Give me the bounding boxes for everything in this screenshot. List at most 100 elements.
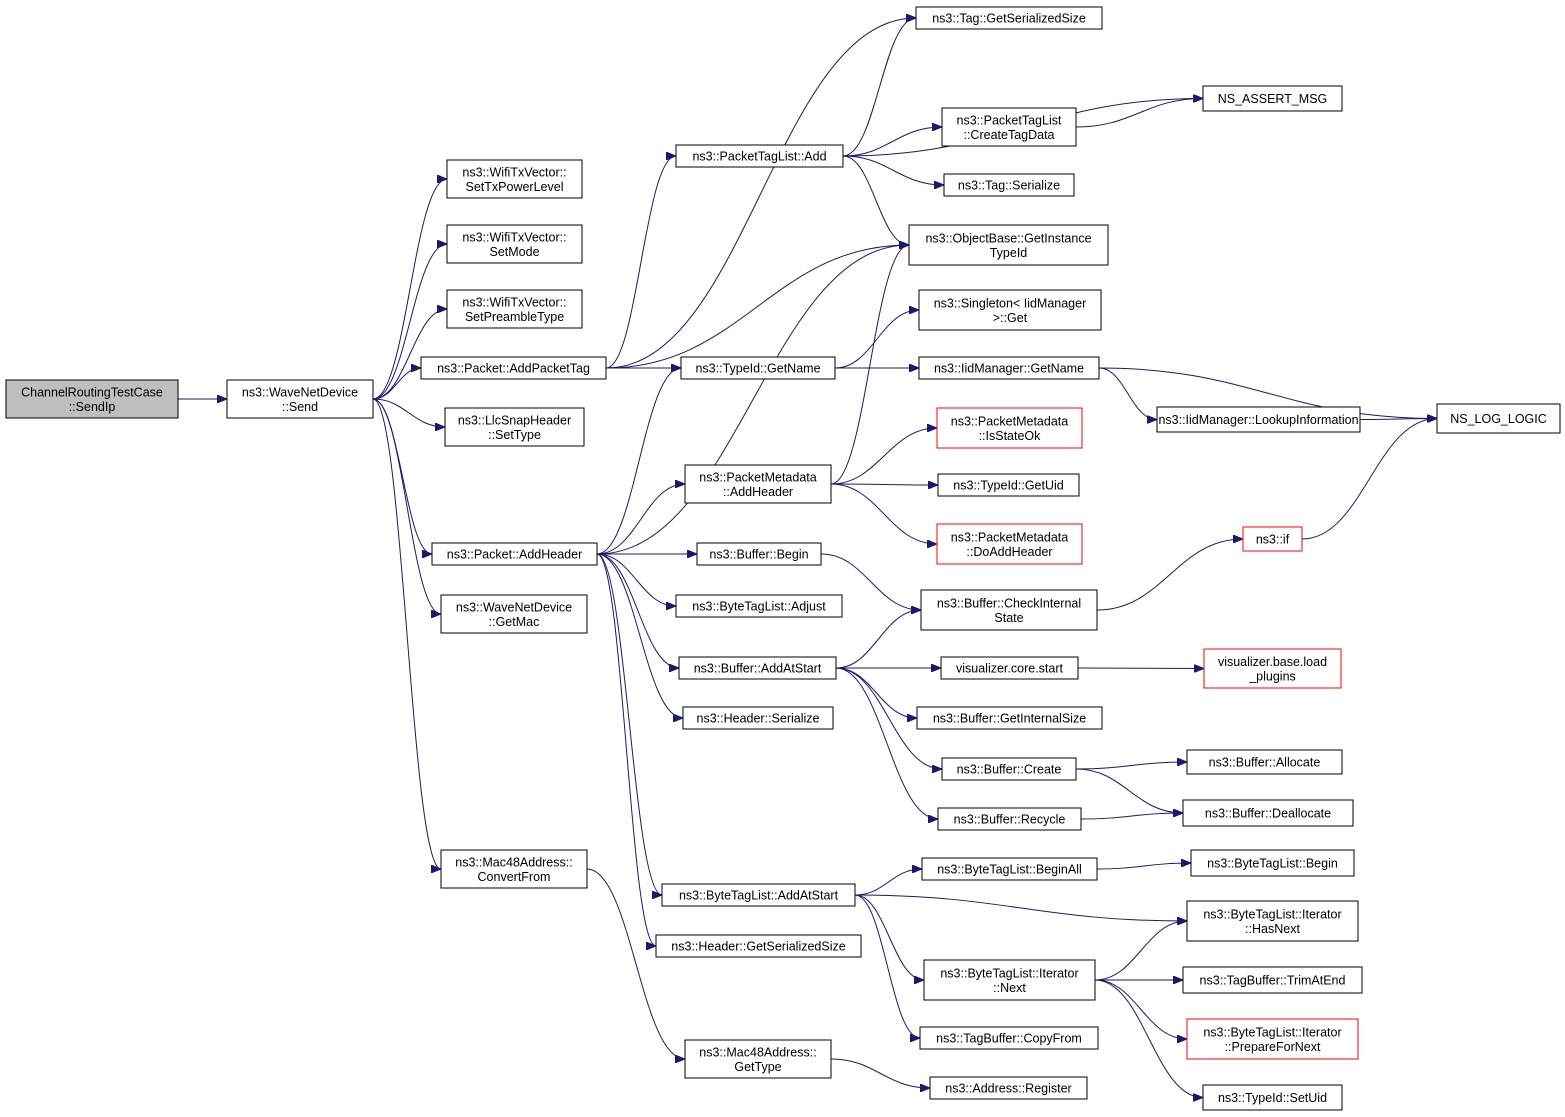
node-viz-start[interactable]: visualizer.core.start (940, 656, 1079, 680)
node-setmode[interactable]: ns3::WifiTxVector::SetMode (446, 224, 583, 264)
node-box (661, 883, 856, 907)
node-label: ns3::WaveNetDevice (242, 385, 358, 399)
node-label: NS_LOG_LOGIC (1450, 412, 1547, 426)
node-box (5, 379, 179, 419)
node-mac-gettype[interactable]: ns3::Mac48Address::GetType (684, 1039, 832, 1079)
node-buf-begin[interactable]: ns3::Buffer::Begin (696, 542, 822, 566)
node-box (1186, 1018, 1359, 1060)
node-btl-iter-prepare[interactable]: ns3::ByteTagList::Iterator::PrepareForNe… (1186, 1018, 1359, 1060)
node-buf-allocate[interactable]: ns3::Buffer::Allocate (1186, 749, 1343, 775)
node-label: ns3::WifiTxVector:: (462, 295, 566, 309)
node-buf-addatstart[interactable]: ns3::Buffer::AddAtStart (678, 656, 837, 680)
node-buf-deallocate[interactable]: ns3::Buffer::Deallocate (1182, 799, 1354, 827)
node-label: SetMode (489, 245, 539, 259)
node-label: ::CreateTagData (963, 128, 1054, 142)
node-buf-create[interactable]: ns3::Buffer::Create (941, 757, 1077, 781)
node-label: ns3::WifiTxVector:: (462, 230, 566, 244)
node-box (940, 656, 1079, 680)
node-label: ns3::IidManager::LookupInformation (1158, 413, 1358, 427)
node-label: ::AddHeader (723, 485, 793, 499)
edge-ptl-add-to-ptl-create (842, 127, 942, 157)
node-singleton[interactable]: ns3::Singleton< IidManager>::Get (918, 289, 1102, 331)
edge-btl-iter-next-to-tid-setuid (1094, 979, 1203, 1098)
node-addpackettag[interactable]: ns3::Packet::AddPacketTag (420, 356, 607, 380)
node-box (937, 473, 1080, 497)
node-ptl-add[interactable]: ns3::PacketTagList::Add (675, 144, 844, 168)
node-getmac[interactable]: ns3::WaveNetDevice::GetMac (440, 594, 588, 634)
node-root[interactable]: ChannelRoutingTestCase::SendIp (5, 379, 179, 419)
node-label: ns3::Singleton< IidManager (934, 296, 1087, 310)
node-convertfrom[interactable]: ns3::Mac48Address::ConvertFrom (440, 849, 588, 889)
node-buf-recycle[interactable]: ns3::Buffer::Recycle (937, 807, 1082, 831)
node-box (941, 757, 1077, 781)
node-tid-getuid[interactable]: ns3::TypeId::GetUid (937, 473, 1080, 497)
node-ns-assert[interactable]: NS_ASSERT_MSG (1202, 85, 1343, 112)
node-label: visualizer.base.load (1218, 655, 1327, 669)
node-pm-isstateok[interactable]: ns3::PacketMetadata::IsStateOk (936, 407, 1083, 449)
node-tid-setuid[interactable]: ns3::TypeId::SetUid (1202, 1084, 1343, 1111)
node-btl-begin[interactable]: ns3::ByteTagList::Begin (1190, 849, 1355, 877)
node-tb-copyfrom[interactable]: ns3::TagBuffer::CopyFrom (919, 1026, 1099, 1050)
node-box (918, 289, 1102, 331)
node-ns-log-logic[interactable]: NS_LOG_LOGIC (1436, 403, 1561, 434)
node-box (915, 6, 1103, 30)
node-pm-addheader[interactable]: ns3::PacketMetadata::AddHeader (684, 464, 832, 504)
node-label: ::PrepareForNext (1225, 1040, 1321, 1054)
node-ns3-if[interactable]: ns3::if (1242, 526, 1303, 552)
node-label: ns3::Buffer::CheckInternal (937, 596, 1081, 610)
edge-viz-start-to-viz-load (1077, 668, 1204, 669)
node-box (684, 1039, 832, 1079)
node-box (444, 407, 585, 447)
node-iid-lookup[interactable]: ns3::IidManager::LookupInformation (1156, 406, 1361, 433)
node-box (920, 589, 1098, 631)
node-wnd-send[interactable]: ns3::WaveNetDevice::Send (226, 379, 374, 419)
node-label: ns3::ObjectBase::GetInstance (925, 231, 1091, 245)
node-label: ConvertFrom (478, 870, 551, 884)
node-btl-addatstart[interactable]: ns3::ByteTagList::AddAtStart (661, 883, 856, 907)
node-txpower[interactable]: ns3::WifiTxVector::SetTxPowerLevel (446, 159, 583, 199)
node-btl-iter-next[interactable]: ns3::ByteTagList::Iterator::Next (923, 959, 1096, 1001)
edge-ptl-create-to-ns-assert (1075, 99, 1203, 128)
node-box (918, 356, 1100, 380)
edge-buf-begin-to-buf-check (820, 553, 921, 610)
node-box (916, 706, 1103, 730)
node-box (678, 656, 837, 680)
node-preamble[interactable]: ns3::WifiTxVector::SetPreambleType (446, 289, 583, 329)
edge-iid-getname-to-ns-log-logic (1098, 367, 1437, 419)
edge-tid-getname-to-singleton (834, 310, 919, 369)
node-pm-doaddheader[interactable]: ns3::PacketMetadata::DoAddHeader (936, 523, 1083, 565)
edge-addheader-to-hdr-getsize (596, 553, 657, 946)
node-buf-getinternal[interactable]: ns3::Buffer::GetInternalSize (916, 706, 1103, 730)
node-tag-getsize[interactable]: ns3::Tag::GetSerializedSize (915, 6, 1103, 30)
node-label: TypeId (990, 246, 1028, 260)
node-iid-getname[interactable]: ns3::IidManager::GetName (918, 356, 1100, 380)
node-ptl-create[interactable]: ns3::PacketTagList::CreateTagData (941, 107, 1077, 147)
node-label: ns3::PacketMetadata (951, 530, 1068, 544)
node-box (923, 959, 1096, 1001)
node-tid-getname[interactable]: ns3::TypeId::GetName (680, 356, 836, 380)
node-addr-register[interactable]: ns3::Address::Register (929, 1076, 1088, 1100)
node-label: >::Get (993, 311, 1028, 325)
node-hdr-getsize[interactable]: ns3::Header::GetSerializedSize (655, 934, 862, 958)
node-box (440, 849, 588, 889)
edge-buf-check-to-ns3-if (1096, 539, 1243, 611)
node-label: ns3::Buffer::Begin (709, 548, 808, 562)
node-label: visualizer.core.start (956, 662, 1064, 676)
edge-pm-addheader-to-ob-getinstance (830, 245, 910, 485)
node-hdr-serialize[interactable]: ns3::Header::Serialize (682, 706, 834, 730)
node-btl-iter-hasnext[interactable]: ns3::ByteTagList::Iterator::HasNext (1186, 900, 1359, 942)
node-tag-serialize[interactable]: ns3::Tag::Serialize (943, 173, 1075, 197)
node-tb-trim[interactable]: ns3::TagBuffer::TrimAtEnd (1182, 966, 1363, 994)
node-llcsnap[interactable]: ns3::LlcSnapHeader::SetType (444, 407, 585, 447)
edge-addheader-to-btl-addatstart (596, 553, 663, 895)
node-btl-adjust[interactable]: ns3::ByteTagList::Adjust (675, 594, 843, 618)
node-addheader[interactable]: ns3::Packet::AddHeader (431, 542, 598, 566)
node-viz-load[interactable]: visualizer.base.load_plugins (1203, 648, 1342, 689)
node-box (941, 107, 1077, 147)
node-btl-beginall[interactable]: ns3::ByteTagList::BeginAll (921, 857, 1098, 881)
node-label: ns3::IidManager::GetName (934, 362, 1084, 376)
node-label: ns3::PacketTagList::Add (692, 150, 826, 164)
node-box (655, 934, 862, 958)
